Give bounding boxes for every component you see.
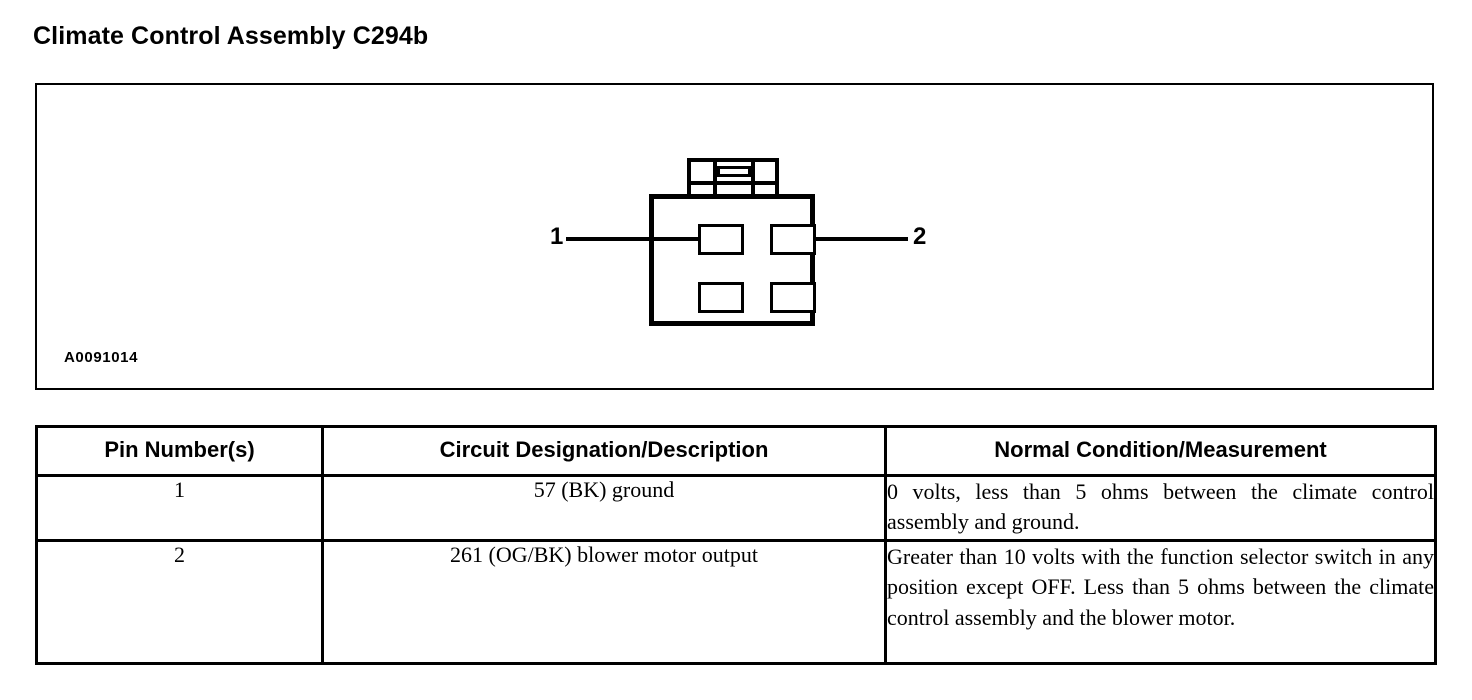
column-header-circuit-designation: Circuit Designation/Description bbox=[321, 425, 887, 477]
connector-cavity-bottom-right bbox=[770, 282, 816, 313]
table-header-row: Pin Number(s) Circuit Designation/Descri… bbox=[35, 425, 1437, 477]
pin-1-leader-line bbox=[566, 237, 701, 241]
cell-normal-condition: 0 volts, less than 5 ohms between the cl… bbox=[884, 474, 1437, 542]
cell-circuit-designation: 261 (OG/BK) blower motor output bbox=[321, 539, 887, 665]
figure-id-label: A0091014 bbox=[64, 349, 139, 366]
pin-1-callout-label: 1 bbox=[550, 223, 564, 250]
column-header-pin-number: Pin Number(s) bbox=[35, 425, 324, 477]
connector-cavity-top-right bbox=[770, 224, 816, 255]
cell-normal-condition: Greater than 10 volts with the function … bbox=[884, 539, 1437, 665]
pin-2-leader-line bbox=[773, 237, 908, 241]
tab-vertical-divider-right bbox=[751, 162, 755, 194]
tab-inner-detail bbox=[717, 166, 751, 177]
tab-horizontal-divider bbox=[691, 181, 775, 185]
table-row: 1 57 (BK) ground 0 volts, less than 5 oh… bbox=[35, 474, 1437, 542]
page-title: Climate Control Assembly C294b bbox=[33, 22, 429, 50]
pin-2-callout-label: 2 bbox=[913, 223, 927, 250]
connector-diagram: 1 2 bbox=[37, 85, 1432, 388]
connector-cavity-bottom-left bbox=[698, 282, 744, 313]
tab-vertical-divider-left bbox=[713, 162, 717, 194]
cell-pin-number: 1 bbox=[35, 474, 324, 542]
connector-locking-tab bbox=[687, 158, 779, 198]
connector-figure-panel: 1 2 A0091014 bbox=[35, 83, 1434, 390]
connector-cavity-top-left bbox=[698, 224, 744, 255]
column-header-circuit-designation-label: Circuit Designation/Description bbox=[439, 437, 769, 462]
table-row: 2 261 (OG/BK) blower motor output Greate… bbox=[35, 539, 1437, 665]
column-header-pin-number-label: Pin Number(s) bbox=[104, 437, 255, 462]
pin-description-table: Pin Number(s) Circuit Designation/Descri… bbox=[35, 425, 1437, 665]
column-header-normal-condition: Normal Condition/Measurement bbox=[884, 425, 1437, 477]
cell-circuit-designation: 57 (BK) ground bbox=[321, 474, 887, 542]
column-header-normal-condition-label: Normal Condition/Measurement bbox=[994, 437, 1327, 462]
cell-pin-number: 2 bbox=[35, 539, 324, 665]
